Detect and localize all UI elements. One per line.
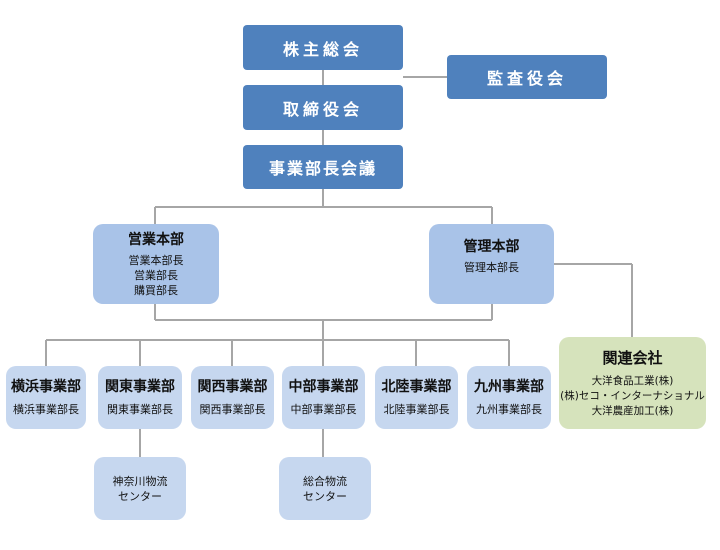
department-head: 横浜事業部長 bbox=[13, 403, 79, 416]
department-title: 北陸事業部 bbox=[381, 379, 452, 395]
department-box: 関西事業部 関西事業部長 bbox=[191, 366, 274, 429]
sales-division-title: 営業本部 bbox=[128, 231, 184, 248]
department-box: 北陸事業部 北陸事業部長 bbox=[375, 366, 458, 429]
board-of-directors-label: 取締役会 bbox=[282, 99, 363, 119]
affiliates-box: 関連会社 大洋食品工業(株) (株)セコ・インターナショナル 大洋農産加工(株) bbox=[559, 337, 706, 429]
logistics-center-box: 神奈川物流 センター bbox=[94, 457, 186, 520]
directors-meeting-label: 事業部長会議 bbox=[268, 159, 377, 178]
department-head: 中部事業部長 bbox=[290, 403, 357, 416]
shareholders-meeting-box: 株主総会 bbox=[243, 25, 403, 70]
department-title: 関東事業部 bbox=[105, 379, 175, 395]
department-head: 北陸事業部長 bbox=[383, 403, 450, 416]
logistics-center-line: 総合物流 bbox=[303, 474, 347, 488]
department-box: 九州事業部 九州事業部長 bbox=[467, 366, 551, 429]
department-title: 関西事業部 bbox=[197, 379, 268, 395]
shareholders-meeting-label: 株主総会 bbox=[282, 39, 363, 59]
affiliate-company: 大洋農産加工(株) bbox=[591, 404, 674, 417]
department-title: 九州事業部 bbox=[474, 379, 544, 395]
sales-division-line: 営業部長 bbox=[134, 268, 178, 282]
department-head: 関西事業部長 bbox=[199, 403, 266, 416]
department-box: 関東事業部 関東事業部長 bbox=[98, 366, 182, 429]
department-title: 中部事業部 bbox=[288, 379, 359, 395]
logistics-center-box: 総合物流 センター bbox=[279, 457, 371, 520]
directors-meeting-box: 事業部長会議 bbox=[243, 145, 403, 189]
board-of-directors-box: 取締役会 bbox=[243, 85, 403, 130]
department-box: 横浜事業部 横浜事業部長 bbox=[6, 366, 86, 429]
affiliate-company: (株)セコ・インターナショナル bbox=[560, 389, 705, 402]
audit-board-box: 監査役会 bbox=[447, 55, 607, 99]
department-title: 横浜事業部 bbox=[11, 379, 81, 395]
department-box: 中部事業部 中部事業部長 bbox=[282, 366, 365, 429]
sales-division-box: 営業本部 営業本部長 営業部長 購買部長 bbox=[93, 224, 219, 304]
admin-division-title: 管理本部 bbox=[463, 239, 520, 255]
department-head: 関東事業部長 bbox=[107, 403, 173, 416]
admin-division-box: 管理本部 管理本部長 bbox=[429, 224, 554, 304]
sales-division-line: 営業本部長 bbox=[128, 253, 184, 267]
logistics-center-line: 神奈川物流 bbox=[112, 474, 168, 488]
affiliates-title: 関連会社 bbox=[602, 348, 663, 367]
logistics-center-line: センター bbox=[118, 489, 162, 503]
logistics-center-line: センター bbox=[303, 489, 347, 503]
audit-board-label: 監査役会 bbox=[486, 69, 567, 88]
affiliate-company: 大洋食品工業(株) bbox=[591, 374, 674, 387]
department-head: 九州事業部長 bbox=[476, 403, 542, 416]
admin-division-line: 管理本部長 bbox=[464, 261, 519, 274]
sales-division-line: 購買部長 bbox=[134, 283, 178, 297]
